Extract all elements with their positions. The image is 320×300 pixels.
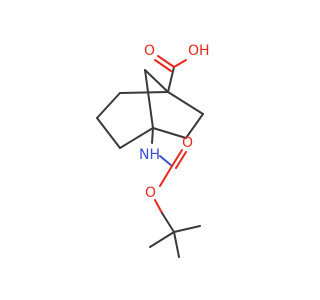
bond-n-carbamate-c <box>159 155 173 167</box>
bond-c6-c5 <box>152 127 187 139</box>
bond-tbu-methyl-1 <box>173 225 201 233</box>
bond-carbamate-double-o-b <box>175 151 187 169</box>
bond-carbamate-double-o-a <box>171 149 183 167</box>
bond-c7-c6 <box>185 113 204 139</box>
carboxylic-acid-group: O OH <box>144 43 210 93</box>
bond-tbu-methyl-3 <box>173 231 180 258</box>
atom-o-carbonyl-boc: O <box>182 135 193 151</box>
boc-amine-group: NH O O <box>139 127 201 258</box>
atom-oh-acid: OH <box>188 43 210 59</box>
atom-nh: NH <box>139 147 160 163</box>
atom-o-ester-boc: O <box>145 185 156 201</box>
bond-carbamate-ester-o <box>159 165 173 187</box>
bond-c5-n <box>151 127 154 144</box>
bond-carboxyl-double-o-b <box>154 59 172 72</box>
bond-c2-c3 <box>96 92 121 119</box>
bond-tbu-quaternary-c <box>161 212 175 233</box>
bond-c1-carboxyl-c <box>167 66 175 93</box>
bond-carboxyl-double-o-a <box>157 55 175 68</box>
bond-tbu-methyl-2 <box>149 231 175 248</box>
bond-c3-c4 <box>96 117 121 149</box>
bond-carboxyl-oh <box>173 59 187 68</box>
bond-bridge-c1-c8 <box>144 69 169 93</box>
bond-bridge-c8-c5 <box>144 69 154 129</box>
bicyclic-core <box>96 69 204 149</box>
bond-c4-c5 <box>119 127 154 149</box>
molecule-structure: O OH NH O O <box>96 43 210 258</box>
bond-c1-c2 <box>119 91 169 94</box>
atom-o-carbonyl-acid: O <box>144 43 155 59</box>
bond-ester-o-tbu <box>154 199 163 214</box>
bond-c1-c7 <box>167 91 204 115</box>
